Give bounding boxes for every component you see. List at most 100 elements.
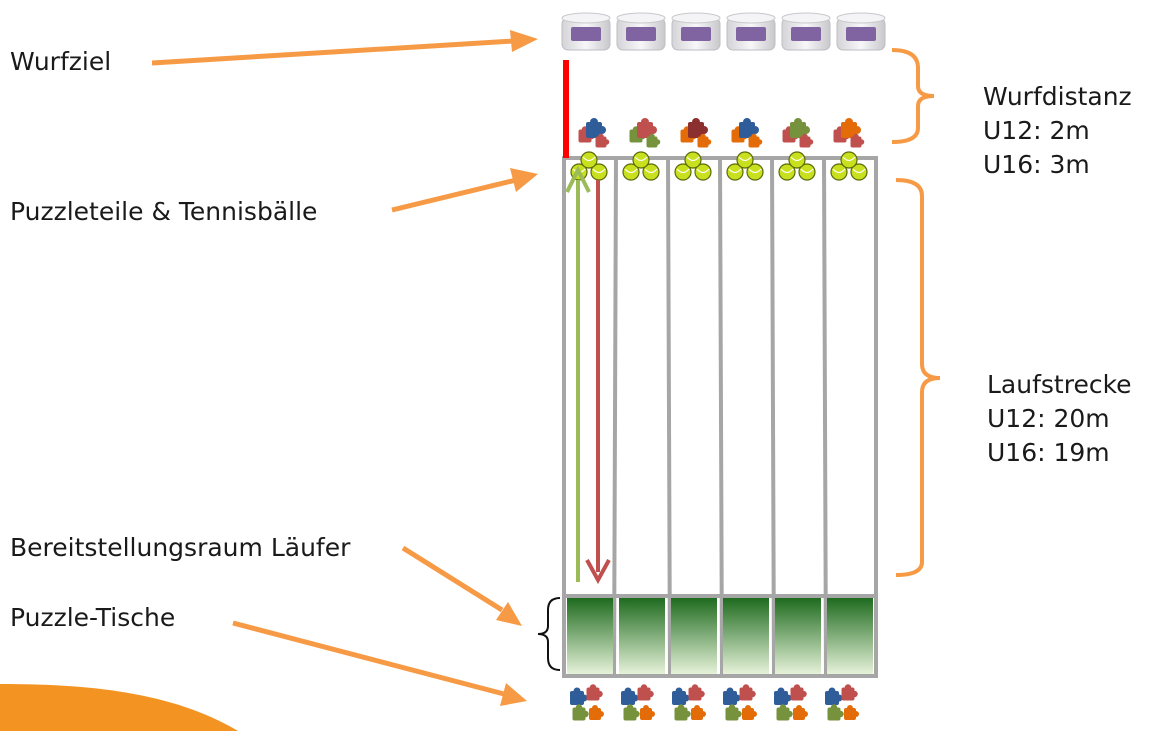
run-down-arrow	[585, 180, 611, 585]
tennis-ball-icon	[622, 163, 640, 181]
wurfdistanz-block: Wurfdistanz U12: 2m U16: 3m	[983, 80, 1132, 182]
puzzle-piece-icon	[646, 133, 661, 148]
puzzle-tische-arrow	[232, 620, 527, 706]
puzzle-pieces-top	[578, 118, 865, 148]
puzzle-table	[567, 598, 613, 674]
puzzle-piece-icon	[589, 705, 604, 720]
cylinder-target-icon	[561, 12, 611, 51]
label-wurfziel: Wurfziel	[10, 47, 112, 76]
throw-targets	[561, 12, 886, 51]
puzzle-piece-icon	[637, 684, 654, 701]
puzzle-piece-icon	[723, 687, 741, 705]
puzzle-piece-icon	[725, 704, 742, 721]
laufstrecke-title: Laufstrecke	[987, 370, 1132, 399]
puzzle-piece-icon	[776, 704, 793, 721]
tennis-ball-icon	[850, 163, 868, 181]
puzzle-piece-icon	[640, 705, 655, 720]
tennis-ball-icon	[580, 151, 598, 169]
puzzle-piece-icon	[688, 118, 708, 138]
puzzle-piece-icon	[748, 133, 763, 148]
tennis-ball-icon	[590, 163, 608, 181]
puzzle-piece-icon	[739, 118, 759, 138]
label-puzzleteile: Puzzleteile & Tennisbälle	[10, 197, 318, 226]
tennis-ball-icon	[746, 163, 764, 181]
puzzle-piece-icon	[570, 687, 588, 705]
puzzle-piece-icon	[691, 705, 706, 720]
laufstrecke-block: Laufstrecke U12: 20m U16: 19m	[987, 368, 1132, 470]
puzzle-piece-icon	[825, 687, 843, 705]
puzzle-piece-icon	[586, 118, 606, 138]
label-bereitstellung: Bereitstellungsraum Läufer	[10, 533, 351, 562]
puzzle-piece-icon	[827, 704, 844, 721]
tennis-ball-icon	[736, 151, 754, 169]
puzzle-piece-icon	[572, 704, 589, 721]
puzzleteile-arrow	[391, 168, 538, 213]
puzzle-piece-icon	[688, 684, 705, 701]
tennis-ball-icon	[840, 151, 858, 169]
lane-divider	[612, 157, 618, 677]
running-lanes	[562, 156, 878, 678]
puzzle-table	[671, 598, 717, 674]
wurfziel-arrow	[151, 30, 538, 66]
run-up-arrow	[565, 165, 591, 582]
puzzle-table	[827, 598, 873, 674]
lane-divider	[770, 157, 776, 677]
tennis-ball-icon	[830, 163, 848, 181]
cylinder-target-icon	[781, 12, 831, 51]
puzzle-piece-icon	[739, 684, 756, 701]
cylinder-target-icon	[616, 12, 666, 51]
tennis-ball-icon	[632, 151, 650, 169]
puzzle-piece-icon	[674, 704, 691, 721]
lane-divider	[666, 157, 672, 677]
tennis-ball-icon	[798, 163, 816, 181]
puzzle-piece-icon	[790, 684, 807, 701]
laufstrecke-u12: U12: 20m	[987, 404, 1110, 433]
cylinder-target-icon	[836, 12, 886, 51]
puzzle-piece-icon	[841, 684, 858, 701]
wurfdistanz-brace	[891, 48, 935, 144]
tennis-ball-icon	[726, 163, 744, 181]
tennis-ball-icon	[642, 163, 660, 181]
wurfdistanz-u16: U16: 3m	[983, 150, 1090, 179]
throw-line	[563, 60, 569, 158]
puzzle-piece-icon	[793, 705, 808, 720]
puzzle-piece-icon	[623, 704, 640, 721]
tennis-ball-icon	[694, 163, 712, 181]
puzzle-piece-icon	[697, 133, 712, 148]
puzzle-piece-icon	[844, 705, 859, 720]
puzzle-piece-icon	[637, 118, 657, 138]
corner-decoration	[0, 684, 238, 731]
staging-bracket	[537, 597, 561, 671]
label-puzzle-tische: Puzzle-Tische	[10, 603, 176, 632]
puzzle-piece-icon	[621, 687, 639, 705]
puzzle-piece-icon	[586, 684, 603, 701]
wurfdistanz-u12: U12: 2m	[983, 116, 1090, 145]
puzzle-piece-icon	[672, 687, 690, 705]
puzzle-table	[775, 598, 821, 674]
puzzle-piece-icon	[774, 687, 792, 705]
puzzle-piece-icon	[790, 118, 810, 138]
puzzle-piece-icon	[841, 118, 861, 138]
laufstrecke-u16: U16: 19m	[987, 438, 1110, 467]
tennis-ball-icon	[778, 163, 796, 181]
puzzle-piece-icon	[595, 133, 610, 148]
lane-divider	[822, 157, 828, 677]
lane-divider	[718, 157, 724, 677]
puzzle-piece-icon	[850, 133, 865, 148]
cylinder-target-icon	[726, 12, 776, 51]
wurfdistanz-title: Wurfdistanz	[983, 82, 1132, 111]
tennis-ball-icon	[684, 151, 702, 169]
tennis-ball-icon	[674, 163, 692, 181]
laufstrecke-brace	[895, 178, 941, 577]
cylinder-target-icon	[671, 12, 721, 51]
puzzle-table	[723, 598, 769, 674]
puzzle-table	[619, 598, 665, 674]
tennis-ball-icon	[788, 151, 806, 169]
puzzle-piece-icon	[742, 705, 757, 720]
bereitstellung-arrow	[401, 545, 522, 626]
puzzle-tables-area	[567, 598, 873, 674]
puzzle-piece-icon	[799, 133, 814, 148]
puzzle-pieces-bottom	[570, 684, 859, 721]
tennis-balls	[570, 151, 868, 181]
